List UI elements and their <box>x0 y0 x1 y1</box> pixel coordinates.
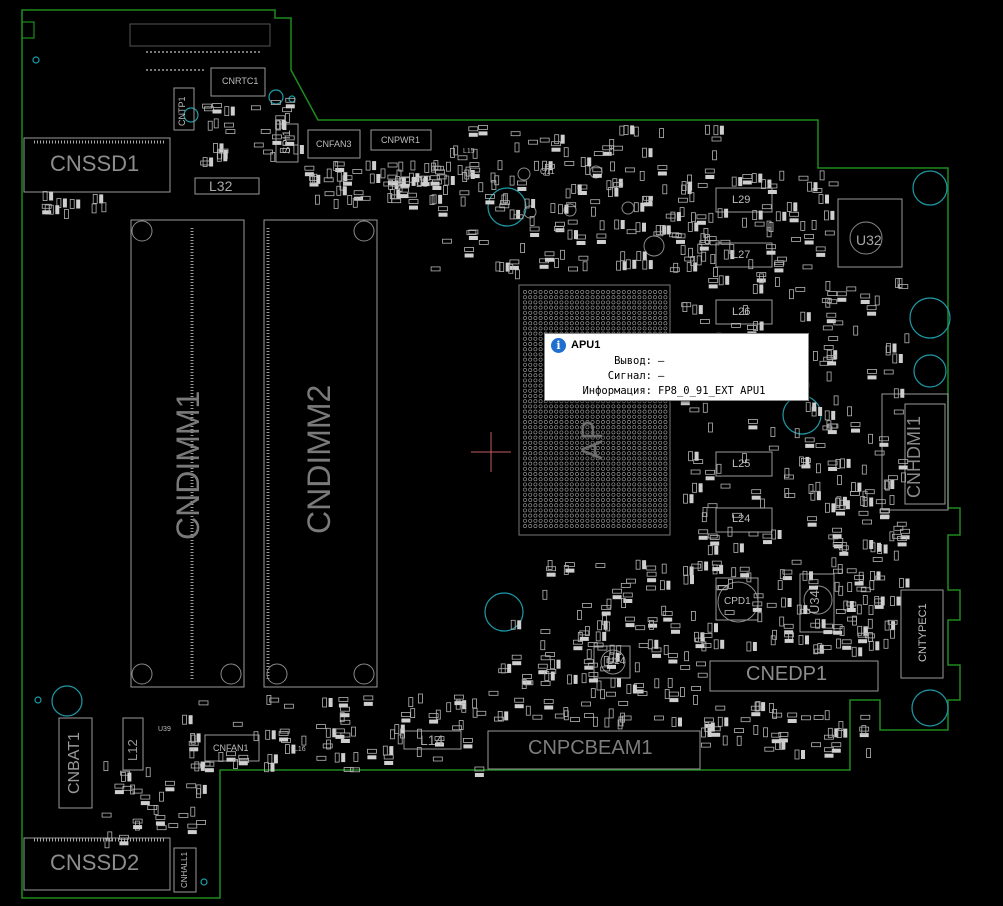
apu1-ball-grid <box>523 290 668 528</box>
ref-cnssd1[interactable]: CNSSD1 <box>50 151 140 176</box>
ref-cnfan3[interactable]: CNFAN3 <box>316 139 352 149</box>
ref-apu1[interactable]: AP <box>576 419 609 460</box>
ref-cnhall1[interactable]: CNHALL1 <box>180 851 189 888</box>
ref-cnpwr1[interactable]: CNPWR1 <box>381 135 421 145</box>
smd-components <box>41 97 910 849</box>
crosshair-cursor <box>471 432 511 472</box>
ref-l26[interactable]: L26 <box>732 306 751 318</box>
tooltip-key: Вывод: <box>614 355 652 367</box>
ref-cntp1[interactable]: CNTP1 <box>177 96 187 126</box>
cnssd1-footprint[interactable] <box>23 137 171 193</box>
cndimm1-footprint[interactable] <box>130 219 245 688</box>
ref-l29[interactable]: L29 <box>732 194 751 206</box>
tooltip-title: APU1 <box>571 339 601 351</box>
ref-cnedp1[interactable]: CNEDP1 <box>746 663 828 685</box>
ref-u32[interactable]: U32 <box>856 232 882 248</box>
ref-cpd1[interactable]: CPD1 <box>724 596 751 607</box>
ref-u14[interactable]: U14 <box>607 656 626 667</box>
ref-u34[interactable]: U34 <box>807 590 822 614</box>
tooltip-key: Сигнал: <box>607 370 652 382</box>
ref-spi1[interactable]: SPI1 <box>281 130 293 154</box>
ref-q11[interactable]: Q11 <box>540 167 555 176</box>
ref-l27[interactable]: L27 <box>732 249 751 261</box>
ref-cnfan1[interactable]: CNFAN1 <box>213 743 249 753</box>
board-outline <box>21 9 961 899</box>
tooltip-value: — <box>658 370 665 382</box>
ref-cndimm2[interactable]: CNDIMM2 <box>301 384 337 534</box>
ref-u39[interactable]: U39 <box>158 726 171 733</box>
ref-cnhdmi1[interactable]: CNHDMI1 <box>904 415 924 498</box>
ref-l12[interactable]: L12 <box>125 739 140 761</box>
ref-l16[interactable]: L16 <box>294 746 306 753</box>
ref-l14[interactable]: L14 <box>420 732 444 748</box>
tooltip-value: FP8_0_91_EXT APU1 <box>658 385 766 397</box>
cndimm2-footprint[interactable] <box>263 219 378 688</box>
ref-cnpcbeam1[interactable]: CNPCBEAM1 <box>528 737 653 759</box>
component-info-tooltip: i APU1 Вывод: — Сигнал: — Информация: FP… <box>544 333 809 401</box>
ref-l15[interactable]: L15 <box>463 148 475 155</box>
ref-cndimm1[interactable]: CNDIMM1 <box>170 390 206 540</box>
ref-l32[interactable]: L32 <box>209 178 233 194</box>
ref-l24[interactable]: L24 <box>732 513 751 525</box>
tooltip-value: — <box>658 355 665 367</box>
tooltip-key: Информация: <box>582 385 652 397</box>
ref-cnrtc1[interactable]: CNRTC1 <box>222 76 259 86</box>
apu1-footprint[interactable] <box>518 284 671 536</box>
info-icon: i <box>551 338 566 353</box>
ref-cnssd2[interactable]: CNSSD2 <box>50 850 140 875</box>
cnssd2-footprint[interactable] <box>23 837 171 891</box>
ref-cnbat1[interactable]: CNBAT1 <box>66 732 83 794</box>
ref-cntypec1[interactable]: CNTYPEC1 <box>917 603 929 662</box>
ref-l25[interactable]: L25 <box>732 458 751 470</box>
